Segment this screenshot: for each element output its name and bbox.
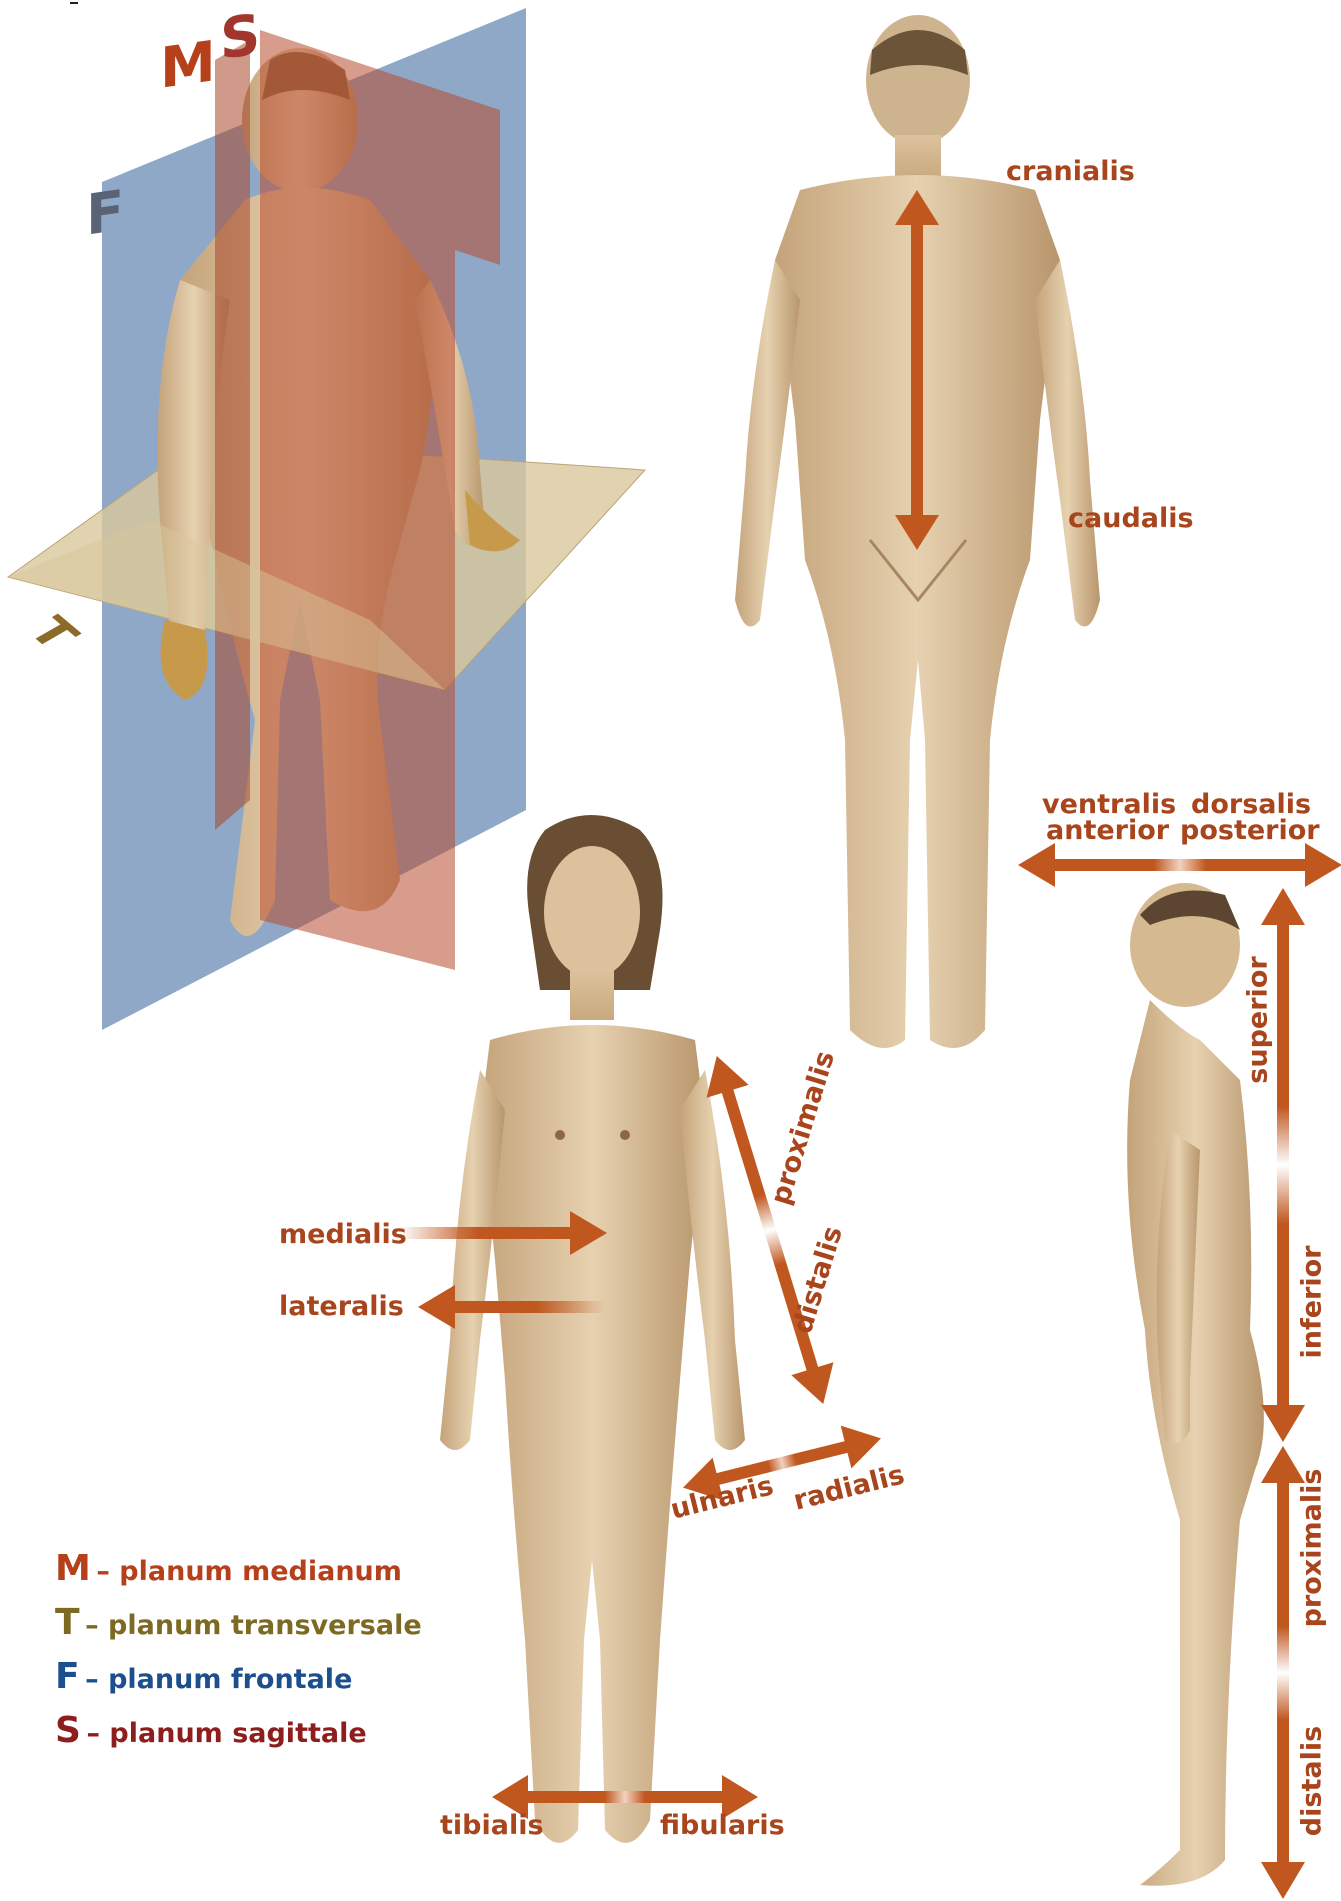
label-medialis: medialis [279, 1221, 407, 1248]
legend-row-t: T – planum transversale [55, 1605, 422, 1641]
legend-key-f: F [55, 1656, 80, 1697]
label-inferior: inferior [1299, 1246, 1326, 1359]
label-dorsalis: dorsalis [1191, 791, 1311, 818]
legend-row-f: F – planum frontale [55, 1659, 352, 1695]
label-tibialis: tibialis [440, 1812, 544, 1839]
label-posterior: posterior [1180, 817, 1320, 844]
legend-text-s: – planum sagittale [87, 1718, 367, 1749]
median-plane [215, 40, 250, 830]
legend-text-t: – planum transversale [85, 1610, 422, 1641]
legend-text-f: – planum frontale [85, 1664, 352, 1695]
legend-row-s: S – planum sagittale [55, 1713, 367, 1749]
label-ventralis: ventralis [1042, 791, 1176, 818]
plane-letter-m: M [160, 34, 216, 98]
legend-key-t: T [55, 1602, 80, 1643]
label-distalis-leg: distalis [1299, 1726, 1326, 1836]
plane-letter-s: S [220, 7, 260, 69]
label-caudalis: caudalis [1068, 505, 1194, 532]
anterior-view-figure [440, 815, 745, 1843]
legend-key-s: S [55, 1710, 81, 1751]
corner-dash [70, 2, 78, 4]
plane-letter-f: F [86, 183, 124, 244]
label-anterior: anterior [1046, 817, 1169, 844]
ventral-dorsal-arrow [1018, 843, 1341, 887]
label-lateralis: lateralis [279, 1293, 404, 1320]
legend-row-m: M – planum medianum [55, 1551, 402, 1587]
label-proximalis-leg: proximalis [1299, 1469, 1326, 1628]
legend-text-m: – planum medianum [96, 1556, 402, 1587]
legend-key-m: M [55, 1548, 91, 1589]
label-superior: superior [1245, 956, 1272, 1083]
label-cranialis: cranialis [1006, 158, 1135, 185]
label-fibularis: fibularis [660, 1812, 785, 1839]
